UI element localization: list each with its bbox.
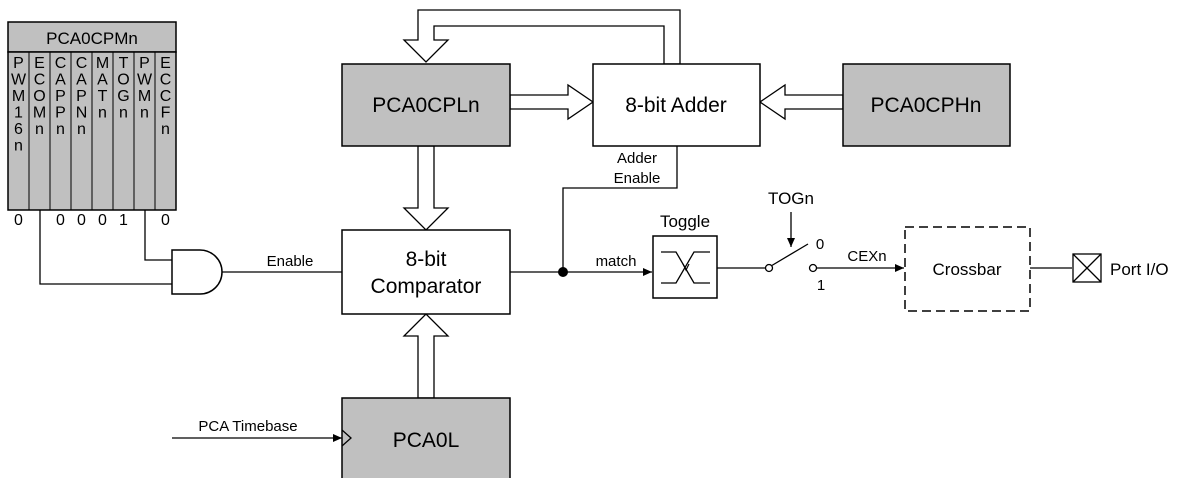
bus-arrows: [402, 83, 844, 399]
register-pca0cpmn: PCA0CPMn PWM16n0ECOMnCAPPn0CAPNn0MATn0TO…: [7, 21, 177, 229]
port-io-label: Port I/O: [1110, 260, 1169, 279]
block-pca0l: PCA0L: [341, 397, 511, 478]
register-bit-char: E: [160, 55, 171, 72]
register-bit-char: n: [98, 105, 107, 122]
register-bit-char: n: [77, 121, 86, 138]
register-bit-char: n: [56, 121, 65, 138]
switch-contact-1: [808, 263, 818, 273]
cph-to-adder-arrow: [758, 83, 844, 121]
register-bit-char: F: [161, 105, 171, 122]
register-bit-char: M: [138, 88, 151, 105]
register-bit-char: C: [34, 72, 46, 89]
pca0cpln-label: PCA0CPLn: [372, 94, 479, 117]
comparator-label-line2: Comparator: [371, 275, 482, 298]
register-bit-char: P: [55, 88, 66, 105]
register-bit-value: 0: [14, 212, 23, 229]
match-junction-dot: [558, 267, 568, 277]
togn-label: TOGn: [768, 189, 814, 208]
switch-arm: [770, 243, 809, 267]
toggle-label: Toggle: [660, 212, 710, 231]
register-bit-char: T: [98, 88, 108, 105]
adder-enable-label-1: Adder: [617, 150, 657, 167]
register-bit-char: M: [33, 105, 46, 122]
cexn-label: CEXn: [847, 248, 886, 265]
register-bit-char: A: [76, 72, 87, 89]
register-header: [7, 21, 177, 53]
crossbar-label: Crossbar: [933, 260, 1002, 279]
pwmn-wire: [144, 210, 172, 261]
adder-enable-label-2: Enable: [614, 170, 661, 187]
register-bit-value: 0: [98, 212, 107, 229]
register-bit-char: n: [140, 105, 149, 122]
adder-feedback-loop: [402, 9, 681, 65]
register-bit-char: P: [139, 55, 150, 72]
register-bit-char: A: [97, 72, 108, 89]
enable-label: Enable: [267, 253, 314, 270]
adder-label: 8-bit Adder: [625, 94, 727, 117]
register-bit-char: n: [119, 105, 128, 122]
cpl-to-comparator-arrow: [402, 145, 450, 231]
register-bit-char: P: [13, 55, 24, 72]
register-bit-char: W: [137, 72, 153, 89]
register-bit-value: 0: [161, 212, 170, 229]
block-pca0cphn: PCA0CPHn: [842, 63, 1011, 147]
ecomn-wire: [39, 210, 172, 285]
register-bit-char: C: [76, 55, 88, 72]
block-crossbar: Crossbar: [904, 226, 1031, 312]
register-bit-char: O: [33, 88, 45, 105]
switch-contact-input: [764, 263, 774, 273]
and-gate: [171, 249, 223, 295]
block-8bit-adder: 8-bit Adder: [592, 63, 761, 147]
match-label: match: [596, 253, 637, 270]
register-bit-char: C: [160, 72, 172, 89]
switch-0-label: 0: [816, 236, 824, 253]
block-8bit-comparator: 8-bit Comparator: [341, 229, 511, 315]
register-bit-char: C: [55, 55, 67, 72]
register-bit-char: n: [35, 121, 44, 138]
register-bit-char: N: [76, 105, 88, 122]
register-bit-value: 1: [119, 212, 128, 229]
register-bit-char: n: [14, 138, 23, 155]
comparator-label-line1: 8-bit: [406, 248, 447, 271]
pca0l-label: PCA0L: [393, 429, 460, 452]
toggle-block: [652, 235, 718, 299]
wires: [39, 146, 1072, 442]
port-io-pin: [1072, 253, 1102, 283]
register-bit-char: C: [160, 88, 172, 105]
register-bit-char: M: [12, 88, 25, 105]
register-bit-char: A: [55, 72, 66, 89]
register-bit-char: T: [119, 55, 129, 72]
register-title: PCA0CPMn: [46, 29, 138, 48]
clock-input-triangle: [341, 429, 352, 447]
register-bit-value: 0: [56, 212, 65, 229]
pca-timebase-label: PCA Timebase: [198, 418, 297, 435]
pca0l-to-comparator-arrow: [402, 313, 450, 399]
register-bit-char: 1: [14, 105, 23, 122]
block-pca0cpln: PCA0CPLn: [341, 63, 511, 147]
adder-enable-wire: [562, 146, 678, 272]
register-bit-char: E: [34, 55, 45, 72]
pca0cphn-label: PCA0CPHn: [871, 94, 982, 117]
switch-1-label: 1: [817, 277, 825, 294]
register-bit-char: G: [117, 88, 129, 105]
register-bit-char: n: [161, 121, 170, 138]
register-bit-value: 0: [77, 212, 86, 229]
cpl-to-adder-arrow: [509, 83, 595, 121]
register-bit-char: 6: [14, 121, 23, 138]
register-bit-cells: PWM16n0ECOMnCAPPn0CAPNn0MATn0TOGn1PWMnEC…: [11, 52, 171, 229]
register-bit-char: O: [117, 72, 129, 89]
register-bit-char: M: [96, 55, 109, 72]
register-bit-char: P: [76, 88, 87, 105]
register-bit-char: P: [55, 105, 66, 122]
register-bit-char: W: [11, 72, 27, 89]
